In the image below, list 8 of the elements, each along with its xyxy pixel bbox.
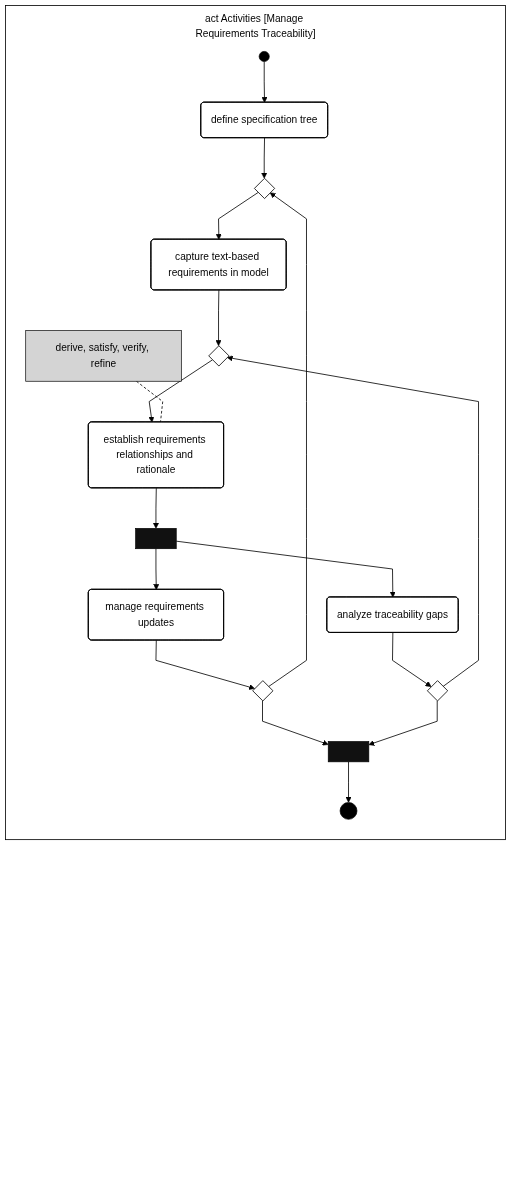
node-bar [135,528,177,550]
node-diamond [252,680,274,702]
node-diamond [254,177,276,199]
node-bar [327,741,370,763]
node-diamond [208,345,230,367]
node-diamond [427,680,449,702]
node-box: derive, satisfy, verify, refine [25,330,182,382]
node-circle [258,51,270,62]
